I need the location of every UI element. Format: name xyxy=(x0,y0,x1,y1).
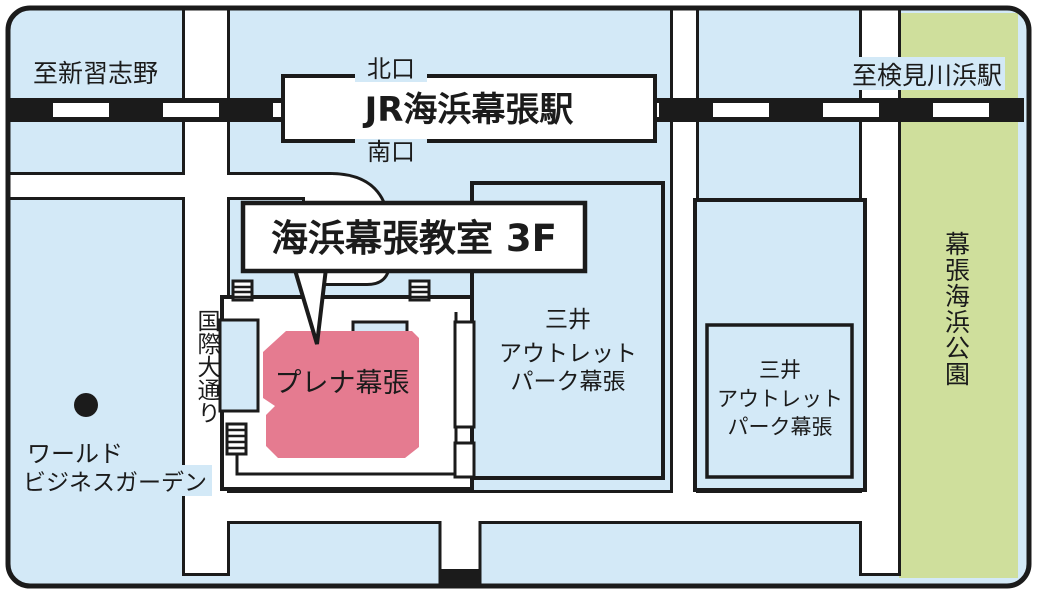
deck-inset-left xyxy=(218,318,260,413)
station-box xyxy=(281,74,657,143)
stairs-icon xyxy=(225,422,248,456)
station-name: JR海浜幕張駅 xyxy=(363,90,574,130)
svg-text:パーク幕張: パーク幕張 xyxy=(728,415,833,439)
railway-right-destination-highlight xyxy=(847,57,1005,90)
deck-bridge-lower xyxy=(453,441,476,479)
world-business-garden-dot xyxy=(74,393,98,417)
kokusai-odori-label: 国際大通り xyxy=(193,309,221,424)
svg-text:アウトレット: アウトレット xyxy=(499,341,637,367)
north-exit-highlight xyxy=(355,56,427,82)
south-exit-highlight xyxy=(355,139,427,165)
world-business-garden-line2: ビジネスガーデン xyxy=(23,470,207,496)
plena-makuhari-building xyxy=(263,331,419,458)
mitsui-outlet-2-label: 三井 アウトレット パーク幕張 xyxy=(717,358,843,439)
stairs-icon xyxy=(231,279,254,302)
deck-bridge-upper xyxy=(453,320,476,429)
stairs-icon xyxy=(408,279,431,302)
plena-makuhari-label: プレナ幕張 xyxy=(275,368,410,399)
railway-right-destination: 至検見川浜駅 xyxy=(852,61,1002,90)
svg-text:三井: 三井 xyxy=(545,307,591,333)
north-exit-label: 北口 xyxy=(367,55,415,83)
mitsui-outlet-2-inner-block xyxy=(705,323,854,479)
callout-label: 海浜幕張教室 3F xyxy=(271,217,557,260)
seaside-park-label: 幕張海浜公園 xyxy=(942,231,971,387)
south-exit-label: 南口 xyxy=(367,138,415,166)
world-business-garden-line1: ワールド xyxy=(27,440,123,468)
mitsui-outlet-1-label: 三井 アウトレット パーク幕張 xyxy=(499,307,637,395)
svg-text:アウトレット: アウトレット xyxy=(717,387,843,411)
map-border xyxy=(5,5,1032,589)
svg-text:パーク幕張: パーク幕張 xyxy=(511,369,626,395)
railway-left-destination: 至新習志野 xyxy=(33,59,158,88)
callout-box xyxy=(240,200,588,274)
svg-text:三井: 三井 xyxy=(759,358,801,382)
world-business-garden-highlight xyxy=(18,465,212,496)
